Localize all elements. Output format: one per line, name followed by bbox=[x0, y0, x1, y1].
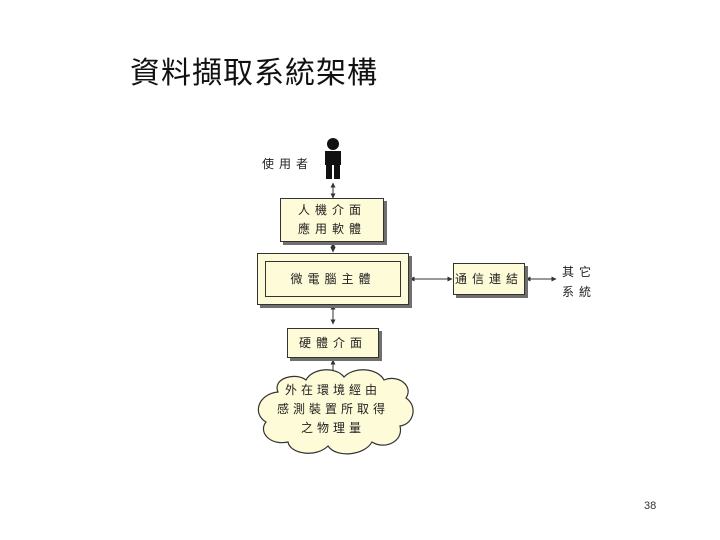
environment-cloud-text: 外在環境經由 感測裝置所取得 之物理量 bbox=[258, 381, 408, 438]
other-system-label-1: 其它 bbox=[562, 265, 597, 279]
environment-cloud-shape bbox=[257, 369, 414, 455]
cloud-line2: 感測裝置所取得 bbox=[276, 402, 389, 416]
hmi-line2: 應用軟體 bbox=[297, 222, 366, 236]
cloud-line1: 外在環境經由 bbox=[284, 383, 381, 397]
slide-title: 資料擷取系統架構 bbox=[130, 56, 378, 91]
microcomputer-host-inner: 微電腦主體 bbox=[265, 261, 401, 297]
comm-link-box: 通信連結 bbox=[453, 263, 525, 295]
comm-label: 通信連結 bbox=[454, 271, 523, 286]
hw-label: 硬體介面 bbox=[298, 335, 367, 350]
page-number: 38 bbox=[644, 500, 657, 512]
hmi-line1: 人機介面 bbox=[297, 203, 366, 217]
microcomputer-host-box: 微電腦主體 bbox=[257, 253, 409, 305]
hmi-software-box: 人機介面 應用軟體 bbox=[280, 198, 384, 242]
host-label: 微電腦主體 bbox=[290, 271, 376, 286]
hardware-interface-box: 硬體介面 bbox=[287, 328, 379, 358]
user-label: 使用者 bbox=[262, 157, 314, 171]
user-person-icon bbox=[325, 138, 341, 179]
cloud-line3: 之物理量 bbox=[300, 421, 365, 435]
other-system-label-2: 系統 bbox=[562, 285, 597, 299]
